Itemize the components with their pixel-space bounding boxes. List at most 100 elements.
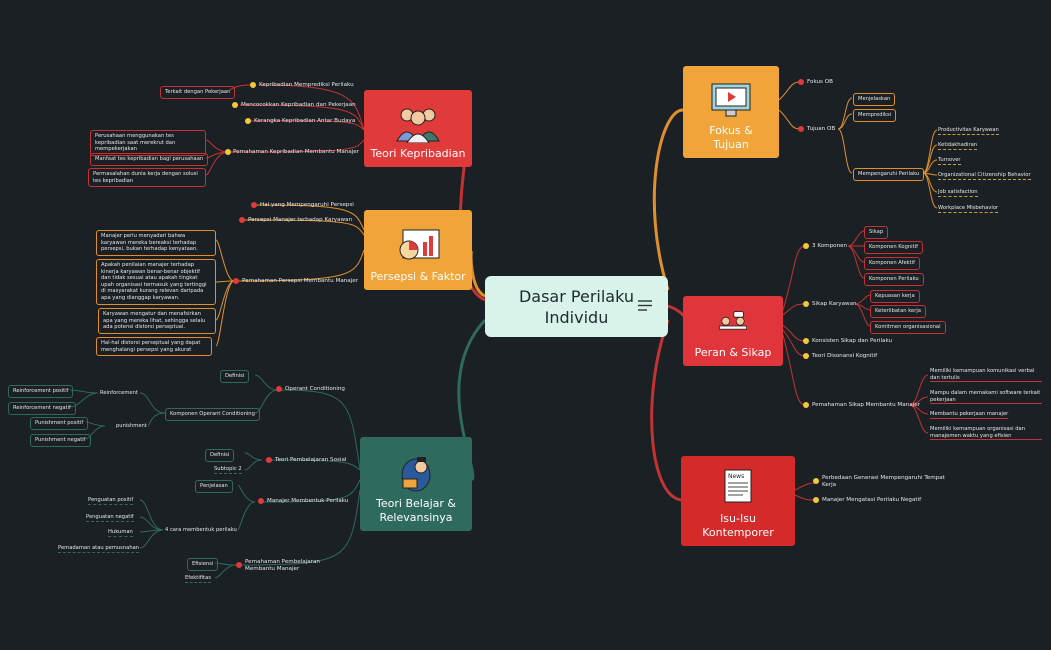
leaf-box[interactable]: Sikap	[864, 226, 889, 239]
leaf[interactable]: Memiliki kemampuan komunikasi verbal dan…	[930, 368, 1042, 383]
leaf[interactable]: Pemadaman atau pemusnahan	[58, 545, 140, 553]
topic-label: Teori Belajar & Relevansinya	[376, 497, 456, 524]
central-topic[interactable]: Dasar Perilaku Individu	[485, 276, 668, 337]
leaf-box[interactable]: Menjelaskan	[853, 93, 896, 106]
leaf[interactable]: Productivitas Karyawan	[938, 127, 999, 135]
leaf-box[interactable]: Komitmen organisasional	[870, 321, 946, 334]
leaf-box[interactable]: Permasalahan dunia kerja dengan solusi t…	[88, 168, 206, 188]
marker-dot	[803, 338, 809, 344]
subtopic[interactable]: Hal yang Mempengaruhi Persepsi	[260, 202, 354, 208]
subtopic[interactable]: Kepribadian Memprediksi Perilaku	[259, 82, 354, 88]
marker-dot	[798, 79, 804, 85]
leaf-box[interactable]: Manfaat tes kepribadian bagi perusahaan	[90, 153, 209, 166]
marker-dot	[276, 386, 282, 392]
leaf-box[interactable]: Komponen Operant Conditioning	[165, 408, 260, 421]
leaf-box[interactable]: Punishment positif	[30, 417, 89, 430]
subtopic[interactable]: 3 Komponen	[812, 243, 848, 249]
topic-label: Fokus & Tujuan	[709, 124, 753, 151]
subtopic[interactable]: Tujuan OB	[807, 126, 836, 132]
leaf[interactable]: Ketidakhadiran	[938, 142, 978, 150]
subtopic[interactable]: Perbedaan Generasi Mempengaruhi Tempat K…	[822, 475, 945, 488]
subtopic[interactable]: Konsisten Sikap dan Perilaku	[812, 338, 893, 344]
topic-label: Persepsi & Faktor	[370, 270, 466, 283]
subtopic[interactable]: Pemahaman Sikap Membantu Manajer	[812, 402, 920, 408]
leaf-box[interactable]: Hal-hal distorsi perseptual yang dapat m…	[96, 337, 212, 357]
central-topic-title: Dasar Perilaku Individu	[518, 286, 635, 327]
leaf-box[interactable]: Terkait dengan Pekerjaan	[160, 86, 236, 99]
newspaper-icon: News	[724, 469, 752, 503]
leaf[interactable]: Turnover	[938, 157, 961, 165]
marker-dot	[266, 457, 272, 463]
topic-isu[interactable]: News Isu-Isu Kontemporer	[681, 456, 795, 546]
meeting-icon	[719, 311, 747, 330]
subtopic[interactable]: Persepsi Manajer terhadap Karyawan	[248, 217, 353, 223]
leaf-box[interactable]: Mempengaruhi Perilaku	[853, 168, 925, 181]
subtopic[interactable]: Fokus OB	[807, 79, 833, 85]
leaf-box[interactable]: Karyawan mengatur dan menafsirkan apa ya…	[98, 308, 216, 334]
subtopic[interactable]: Manajer Membentuk Perilaku	[267, 498, 349, 504]
leaf-box[interactable]: Perusahaan menggunakan tes kepribadian s…	[90, 130, 206, 156]
marker-dot	[250, 82, 256, 88]
leaf-box[interactable]: Memprediksi	[853, 109, 897, 122]
marker-dot	[258, 498, 264, 504]
learner-icon	[401, 457, 431, 492]
leaf[interactable]: Penguatan negatif	[86, 514, 134, 522]
monitor-icon	[711, 83, 751, 117]
leaf-box[interactable]: Komponen Afektif	[864, 257, 920, 270]
topic-belajar[interactable]: Teori Belajar & Relevansinya	[360, 437, 472, 531]
marker-dot	[803, 301, 809, 307]
subtopic[interactable]: Manajer Mengatasi Perilaku Negatif	[822, 497, 922, 503]
subtopic[interactable]: Operant Conditioning	[285, 386, 345, 392]
leaf[interactable]: Hukuman	[108, 529, 133, 537]
leaf[interactable]: Efektifitas	[185, 575, 211, 583]
topic-persepsi[interactable]: Persepsi & Faktor	[364, 210, 472, 290]
leaf-box[interactable]: Reinforcement positif	[8, 385, 74, 398]
marker-dot	[236, 562, 242, 568]
marker-dot	[813, 497, 819, 503]
leaf-box[interactable]: Reinforcement negatif	[8, 402, 76, 415]
marker-dot	[233, 278, 239, 284]
leaf-box[interactable]: Apakah penilaian manajer terhadap kinerj…	[96, 259, 216, 305]
leaf-box[interactable]: Penjelasan	[195, 480, 233, 493]
subtopic[interactable]: Kerangka Kepribadian Antar Budaya	[254, 118, 356, 124]
topic-kepribadian[interactable]: Teori Kepribadian	[364, 90, 472, 167]
leaf-box[interactable]: Definisi	[220, 370, 250, 383]
leaf-box[interactable]: Punishment negatif	[30, 434, 91, 447]
chart-icon	[399, 229, 440, 260]
notes-icon[interactable]	[638, 300, 652, 311]
leaf-box[interactable]: Komponen Kognitif	[864, 241, 923, 254]
subtopic[interactable]: Sikap Karyawan	[812, 301, 857, 307]
leaf[interactable]: 4 cara membentuk perilaku	[165, 527, 237, 533]
leaf[interactable]: Memiliki kemampuan organisasi dan manaje…	[930, 426, 1042, 441]
leaf-box[interactable]: Keterlibatan kerja	[870, 305, 926, 318]
leaf-box[interactable]: Definisi	[205, 449, 235, 462]
subtopic[interactable]: Teori Pembelajaran Sosial	[275, 457, 347, 463]
leaf[interactable]: Workplace Misbehavior	[938, 205, 999, 213]
people-icon	[396, 108, 440, 143]
leaf[interactable]: Penguatan positif	[88, 497, 134, 505]
marker-dot	[813, 478, 819, 484]
subtopic[interactable]: Pemahaman Persepsi Membantu Manajer	[242, 278, 359, 284]
leaf[interactable]: Subtopic 2	[214, 466, 242, 474]
marker-dot	[803, 243, 809, 249]
leaf-box[interactable]: Komponen Perilaku	[864, 273, 924, 286]
leaf[interactable]: Mampu dalam memakami software terkait pe…	[930, 390, 1042, 405]
subtopic[interactable]: Mencocokkan Kepribadian dan Pekerjaan	[241, 102, 356, 108]
topic-fokus[interactable]: Fokus & Tujuan	[683, 66, 779, 158]
subtopic[interactable]: Pemahaman Kepribadian Membantu Manajer	[233, 149, 360, 155]
leaf-box[interactable]: Kepuasan kerja	[870, 290, 920, 303]
subtopic[interactable]: Teori Disonansi Kognitif	[812, 353, 878, 359]
leaf[interactable]: punishment	[116, 423, 147, 429]
leaf[interactable]: Membantu pekerjaan manajer	[930, 411, 1009, 419]
marker-dot	[251, 202, 257, 208]
topic-label: Peran & Sikap	[694, 346, 772, 359]
leaf-box[interactable]: Efisiensi	[187, 558, 219, 571]
leaf[interactable]: Organizational Citizenship Behavior	[938, 172, 1031, 180]
leaf[interactable]: Job satisfaction	[938, 189, 978, 197]
leaf-box[interactable]: Manajer perlu menyadari bahwa karyawan m…	[96, 230, 216, 256]
topic-peran[interactable]: Peran & Sikap	[683, 296, 783, 366]
subtopic[interactable]: Pemahaman Pembelajaran Membantu Manajer	[245, 559, 320, 572]
marker-dot	[245, 118, 251, 124]
leaf[interactable]: Reinforcement	[100, 390, 138, 396]
